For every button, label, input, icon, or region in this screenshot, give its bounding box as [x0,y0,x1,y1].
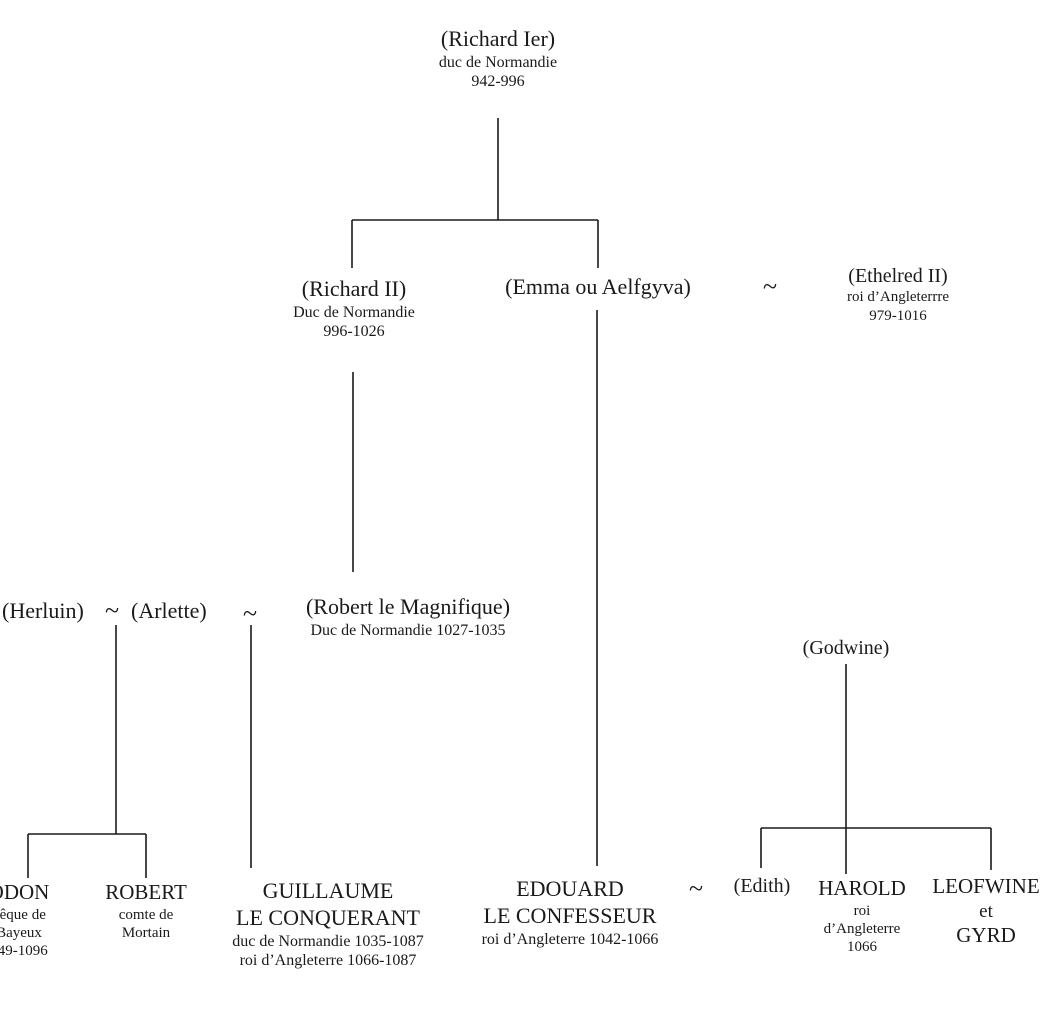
person-name: EDOUARD [516,876,624,901]
person-name: GYRD [956,922,1016,947]
person-emma: (Emma ou Aelfgyva) [478,274,718,301]
marriage-symbol-edouard-edith: ~ [689,874,704,903]
person-conjunction: et [979,900,993,922]
person-name: LEOFWINE [932,874,1040,898]
person-title: duc de Normandie 1035-1087 [232,932,424,950]
person-title: duc de Normandie [438,53,558,71]
person-title: roi d’Angleterre 1042-1066 [481,930,659,948]
person-leofwine-gyrd: LEOFWINE et GYRD [921,874,1051,948]
person-richard-2: (Richard II) Duc de Normandie 996-1026 [254,276,454,342]
person-edouard: EDOUARD LE CONFESSEUR roi d’Angleterre 1… [450,876,690,949]
person-odon: ODON vêque de Bayeux 049-1096 [0,880,79,961]
person-name: (Ethelred II) [848,265,948,287]
person-edith: (Edith) [712,874,812,898]
person-title: Mortain [121,924,171,941]
marriage-symbol-arlette-robert: ~ [243,599,258,628]
person-name: (Edith) [733,875,791,897]
person-title: roi d’Angleterre 1066-1087 [239,952,417,970]
person-harold: HAROLD roi d’Angleterre 1066 [802,876,922,957]
person-epithet: LE CONQUERANT [236,904,420,930]
person-name: ODON [0,880,50,904]
marriage-symbol-herluin-arlette: ~ [105,596,120,625]
person-robert-le-magnifique: (Robert le Magnifique) Duc de Normandie … [268,594,548,640]
person-name: (Robert le Magnifique) [305,594,511,619]
marriage-symbol-emma-ethelred: ~ [763,272,778,301]
person-name: (Godwine) [802,637,890,659]
person-name: (Herluin) [2,598,84,623]
person-epithet: LE CONFESSEUR [483,902,657,928]
person-name: ROBERT [105,880,187,904]
person-title: Duc de Normandie [293,303,415,321]
person-title: comte de [118,906,174,923]
person-dates: 942-996 [471,73,525,91]
person-robert-mortain: ROBERT comte de Mortain [86,880,206,942]
person-title: roi d’Angleterrre [846,289,950,306]
person-title: Duc de Normandie 1027-1035 [310,621,506,639]
person-title: roi [853,902,871,919]
person-dates: 979-1016 [869,307,927,324]
person-richard-1: (Richard Ier) duc de Normandie 942-996 [398,26,598,92]
person-godwine: (Godwine) [776,636,916,660]
person-guillaume: GUILLAUME LE CONQUERANT duc de Normandie… [196,878,460,971]
person-name: (Arlette) [131,598,207,623]
person-title: d’Angleterre [823,920,901,937]
person-ethelred-2: (Ethelred II) roi d’Angleterrre 979-1016 [798,264,998,325]
person-name: (Richard II) [301,276,407,301]
person-title: vêque de [0,906,46,923]
person-dates: 996-1026 [323,323,385,341]
person-name: GUILLAUME [262,878,394,903]
person-title: Bayeux [0,924,42,941]
person-dates: 049-1096 [0,943,48,960]
person-name: HAROLD [818,876,906,900]
person-arlette: (Arlette) [131,598,207,625]
person-herluin: (Herluin) [2,598,84,625]
person-dates: 1066 [847,939,877,956]
person-name: (Emma ou Aelfgyva) [505,274,691,299]
person-name: (Richard Ier) [440,26,556,51]
